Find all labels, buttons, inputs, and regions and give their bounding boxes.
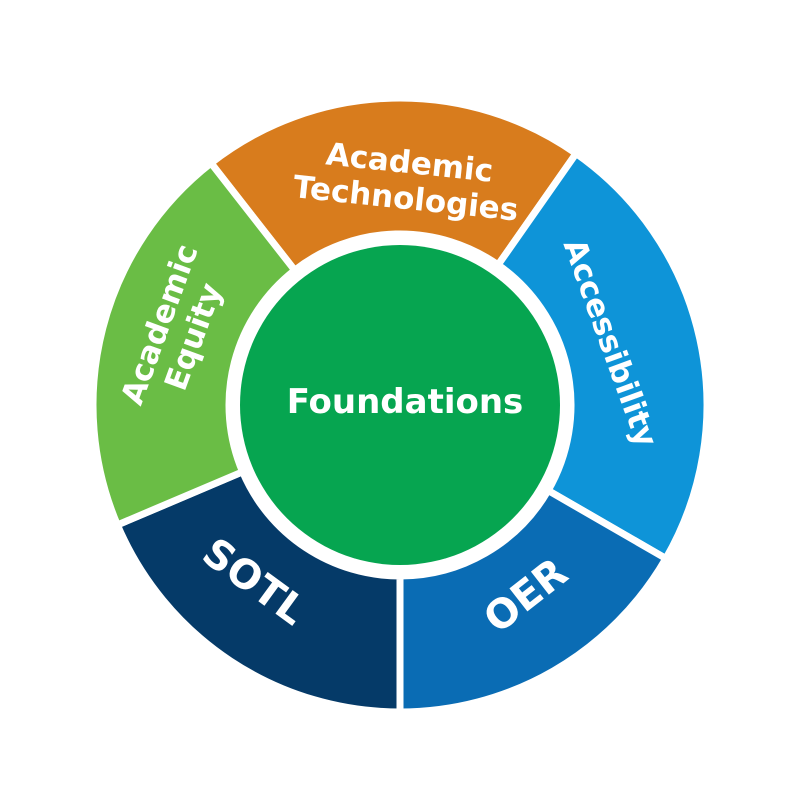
center-label: Foundations [287, 382, 524, 422]
label-academic-technologies: Academic Technologies [291, 136, 520, 228]
foundations-center-circle[interactable] [240, 245, 560, 565]
